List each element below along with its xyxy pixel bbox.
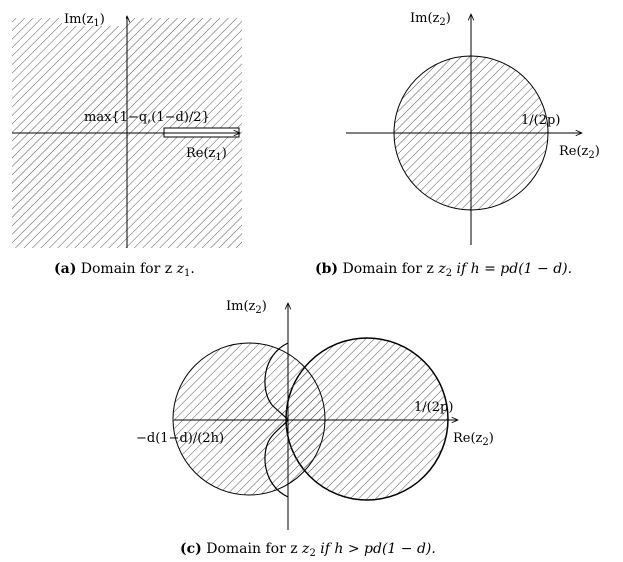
radius-annotation: 1/(2p) bbox=[521, 113, 560, 128]
slit-start-annotation: max{1−q,(1−d)/2} bbox=[84, 110, 210, 125]
im-label-bg bbox=[62, 8, 126, 26]
caption-b: (b) Domain for z z2 if h = pd(1 − d). bbox=[315, 261, 572, 279]
im-axis-label: Im(z1) bbox=[64, 12, 105, 29]
re-axis-label: Re(z1) bbox=[186, 146, 227, 163]
panel-b: Im(z2) 1/(2p) Re(z2) (b) Domain for z z2… bbox=[315, 11, 600, 279]
re-axis-label: Re(z2) bbox=[559, 144, 600, 161]
radius-annotation: 1/(2p) bbox=[414, 400, 453, 415]
im-axis-label: Im(z2) bbox=[226, 299, 267, 316]
re-axis-label: Re(z2) bbox=[453, 431, 494, 448]
small-disk-region-outline bbox=[172, 342, 326, 496]
caption-a: (a) Domain for z z1. bbox=[54, 261, 195, 279]
panel-a: Im(z1) max{1−q,(1−d)/2} Re(z1) (a) Domai… bbox=[12, 8, 242, 279]
caption-c: (c) Domain for z z2 if h > pd(1 − d). bbox=[180, 541, 436, 559]
im-axis-label: Im(z2) bbox=[410, 11, 451, 28]
panel-c: Im(z2) 1/(2p) −d(1−d)/(2h) Re(z2) (c) Do… bbox=[136, 299, 494, 559]
left-point-annotation: −d(1−d)/(2h) bbox=[136, 431, 224, 446]
